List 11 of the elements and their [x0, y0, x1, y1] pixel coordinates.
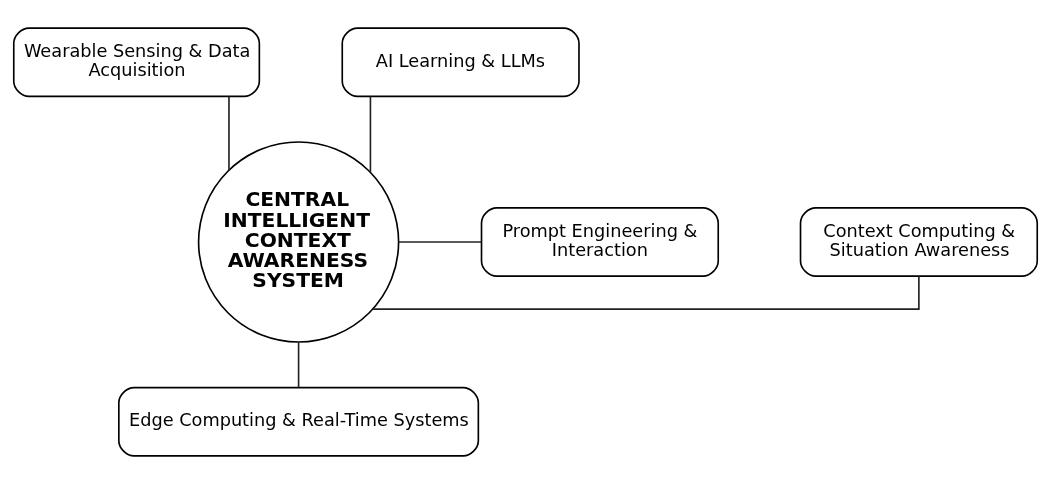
connector: [297, 341, 300, 388]
node-circle: CENTRAL INTELLIGENT CONTEXT AWARENESS SYSTEM: [197, 140, 400, 343]
connector: [228, 95, 230, 171]
node-box: AI Learning & LLMs: [341, 26, 580, 97]
node-box: Edge Computing & Real-Time Systems: [118, 386, 480, 457]
node-box: Prompt Engineering & Interaction: [480, 206, 720, 277]
connector: [369, 95, 372, 173]
node-box: Context Computing & Situation Awareness: [799, 206, 1039, 277]
node-box: Wearable Sensing & Data Acquisition: [12, 26, 261, 97]
connector: [371, 275, 920, 310]
connector: [398, 240, 482, 243]
